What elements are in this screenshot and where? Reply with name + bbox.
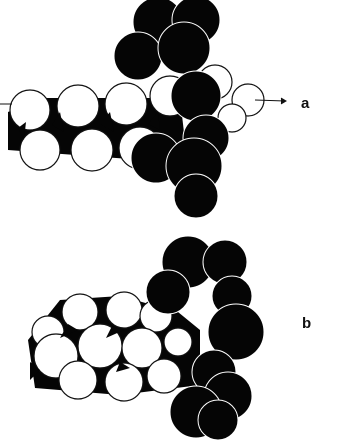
- panel-b-dark-chain: [145, 235, 265, 441]
- dark-sphere: [145, 269, 191, 315]
- panel-a-model: [0, 0, 287, 219]
- panel-a-dark-chain: [113, 0, 230, 219]
- dark-sphere: [157, 21, 211, 75]
- dark-sphere: [173, 173, 219, 219]
- panel-a-dark-wedges: [18, 112, 160, 140]
- dark-sphere: [113, 31, 163, 81]
- dark-sphere: [197, 399, 239, 441]
- light-sphere: [121, 327, 163, 369]
- light-sphere: [104, 362, 144, 402]
- light-sphere: [58, 360, 98, 400]
- dark-sphere: [207, 303, 265, 361]
- light-sphere: [105, 291, 143, 329]
- light-sphere: [146, 358, 182, 394]
- light-sphere: [163, 327, 193, 357]
- panel-label-b: b: [302, 315, 312, 332]
- dark-sphere: [170, 70, 222, 122]
- panel-b-model: [28, 235, 265, 441]
- panel-label-a: a: [301, 95, 310, 112]
- light-sphere: [70, 128, 114, 172]
- light-sphere: [19, 129, 61, 171]
- light-sphere: [61, 293, 99, 331]
- panel-a-tail: [0, 97, 287, 105]
- light-sphere: [9, 89, 51, 131]
- light-sphere: [104, 82, 148, 126]
- light-sphere: [56, 84, 100, 128]
- panel-b-dark-wedges: [30, 324, 130, 380]
